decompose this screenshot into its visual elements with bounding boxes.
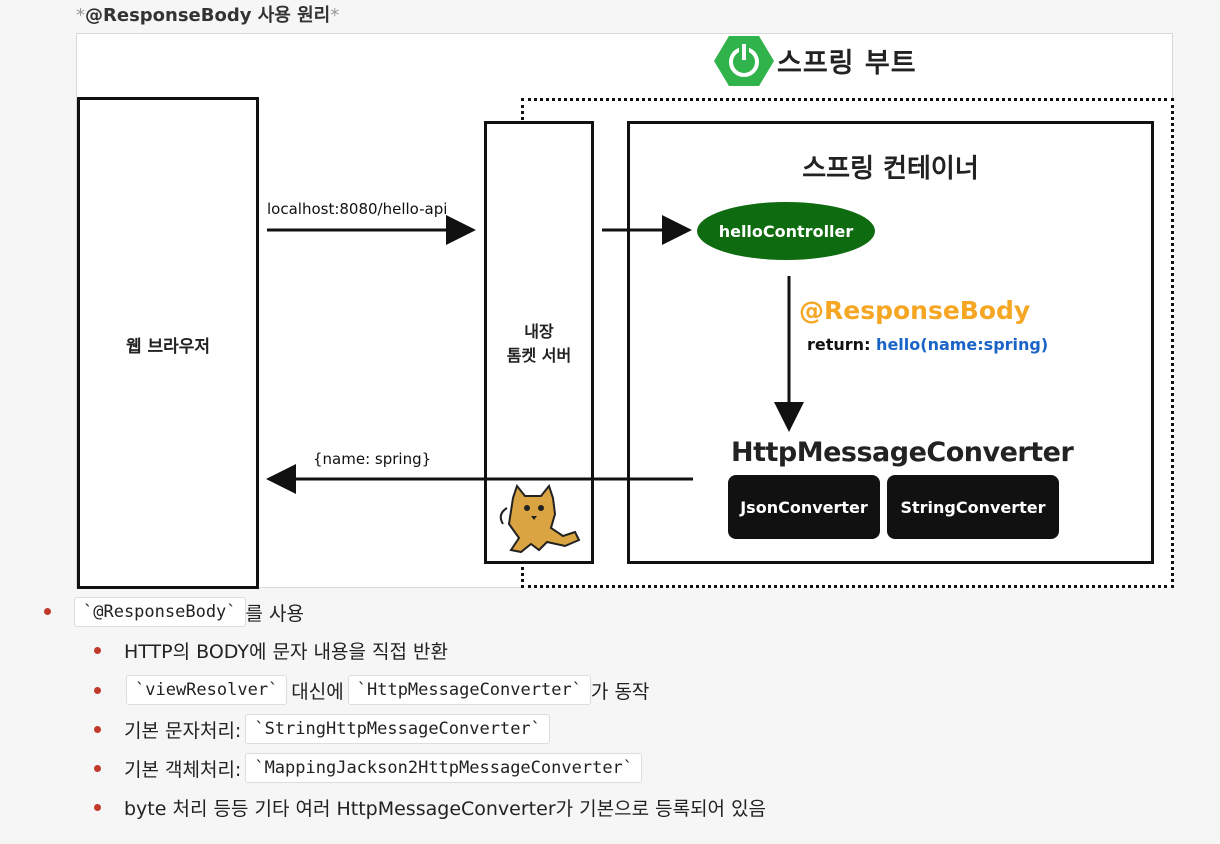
response-json-label: {name: spring} [313,450,432,468]
list-item: HTTP의 BODY에 문자 내용을 직접 반환 [124,632,448,668]
spring-container-title: 스프링 컨테이너 [802,154,979,184]
code-http-message-converter: `HttpMessageConverter` [347,675,591,705]
web-browser-label: 웹 브라우저 [125,337,211,357]
web-browser-box: 웹 브라우저 [77,97,259,589]
list-item: byte 처리 등등 기타 여러 HttpMessageConverter가 기… [124,789,766,825]
bullet-text: 대신에 [291,680,344,703]
spring-boot-title: 스프링 부트 [777,48,917,79]
tomcat-logo-icon [499,484,581,554]
list-item: `viewResolver` 대신에 `HttpMessageConverter… [126,672,649,708]
response-body-annotation: @ResponseBody [799,296,1031,325]
bullet-text: 가 동작 [590,680,650,703]
return-value: hello(name:spring) [876,335,1049,354]
list-item: `@ResponseBody` 를 사용 [74,594,304,630]
bullet-dot [94,726,101,733]
tomcat-server-label: 내장 톰켓 서버 [487,320,591,368]
heading-title: @ResponseBody 사용 원리 [85,5,331,26]
bullet-text: 를 사용 [245,602,305,625]
list-item: 기본 객체처리: `MappingJackson2HttpMessageConv… [124,750,643,786]
spring-boot-logo-icon [714,36,774,86]
code-string-converter: `StringHttpMessageConverter` [245,714,550,744]
diagram-arrows [266,215,804,494]
architecture-diagram: 스프링 부트 웹 브라우저 내장 톰켓 서버 스프링 컨테이너 localhos… [76,33,1174,589]
bullet-text: HTTP의 BODY에 문자 내용을 직접 반환 [124,640,448,663]
hello-controller-node: helloController [697,202,875,260]
bullet-text: 기본 객체처리: [124,758,242,781]
tomcat-server-box: 내장 톰켓 서버 [484,121,594,564]
bullet-dot [44,608,51,615]
tomcat-label-line1: 내장 [524,322,554,341]
list-item: 기본 문자처리: `StringHttpMessageConverter` [124,711,550,747]
bullet-text: 기본 문자처리: [124,719,242,742]
heading-prefix: * [76,5,85,26]
code-response-body: `@ResponseBody` [74,597,246,627]
return-statement: return: hello(name:spring) [807,335,1048,354]
http-message-converter-title: HttpMessageConverter [731,437,1074,468]
heading-suffix: * [330,5,340,26]
spring-container-box: 스프링 컨테이너 [627,121,1154,564]
tomcat-label-line2: 톰켓 서버 [506,346,572,365]
page-heading: *@ResponseBody 사용 원리* [76,2,339,30]
request-url-label: localhost:8080/hello-api [267,200,448,218]
string-converter-box: StringConverter [887,475,1059,539]
bullet-text: byte 처리 등등 기타 여러 HttpMessageConverter가 기… [124,797,767,820]
json-converter-box: JsonConverter [728,475,880,539]
return-prefix: return: [807,335,871,354]
bullet-dot [94,687,101,694]
bullet-dot [94,647,101,654]
bullet-dot [94,804,101,811]
code-view-resolver: `viewResolver` [126,675,288,705]
code-jackson-converter: `MappingJackson2HttpMessageConverter` [245,753,643,783]
bullet-dot [94,765,101,772]
